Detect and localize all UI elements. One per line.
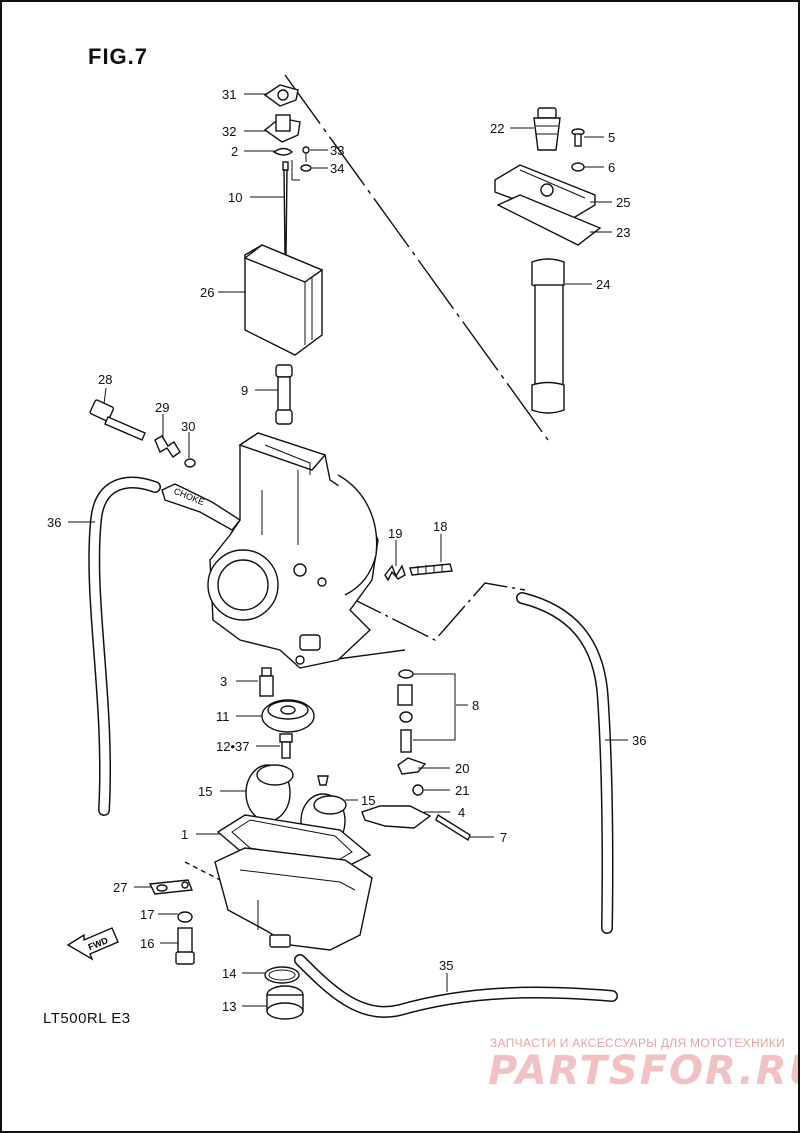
part-17-washer bbox=[177, 911, 193, 923]
part-4-pin-plate bbox=[361, 805, 432, 829]
callout-29: 29 bbox=[155, 400, 169, 415]
part-5-screw bbox=[571, 128, 585, 147]
figure-label: FIG.7 bbox=[88, 44, 149, 69]
float-bowl bbox=[214, 847, 373, 951]
callout-21: 21 bbox=[455, 783, 469, 798]
callout-28: 28 bbox=[98, 372, 112, 387]
callout-26: 26 bbox=[200, 285, 214, 300]
callout-30: 30 bbox=[181, 419, 195, 434]
part-28-choke-plunger bbox=[89, 399, 146, 441]
callout-22: 22 bbox=[490, 121, 504, 136]
part-27-bracket bbox=[148, 879, 193, 895]
part-11-bowl-holder bbox=[261, 699, 315, 733]
watermark-logo: PARTSFOR.RU bbox=[488, 1048, 800, 1094]
part-30-o-ring bbox=[184, 458, 196, 468]
part-16-screw bbox=[175, 927, 195, 965]
part-13-drain-plug bbox=[266, 985, 304, 1020]
leader-lines bbox=[68, 93, 628, 1007]
callout-24: 24 bbox=[596, 277, 610, 292]
boundary-line-upper bbox=[284, 74, 549, 441]
part-18-screw bbox=[409, 563, 453, 576]
part-34-washer bbox=[300, 164, 312, 172]
callout-1: 1 bbox=[181, 827, 188, 842]
callout-35: 35 bbox=[439, 958, 453, 973]
callout-4: 4 bbox=[458, 805, 465, 820]
callout-13: 13 bbox=[222, 999, 236, 1014]
part-9-jet-needle-holder bbox=[275, 364, 293, 425]
carburetor-body bbox=[207, 432, 379, 669]
boundary-line-lower bbox=[329, 649, 406, 661]
part-24-spring bbox=[531, 258, 565, 414]
part-19-spring bbox=[384, 564, 406, 582]
part-2-clip bbox=[272, 147, 294, 156]
watermark-tagline: ЗАПЧАСТИ И АКСЕССУАРЫ ДЛЯ МОТОТЕХНИКИ bbox=[490, 1036, 786, 1050]
part-6-washer bbox=[571, 162, 585, 172]
callout-36-left: 36 bbox=[47, 515, 61, 530]
callout-19: 19 bbox=[388, 526, 402, 541]
callout-9: 9 bbox=[241, 383, 248, 398]
choke-lever: CHOKE bbox=[161, 483, 242, 531]
part-10-needle bbox=[282, 161, 289, 256]
callout-32: 32 bbox=[222, 124, 236, 139]
callout-10: 10 bbox=[228, 190, 242, 205]
callout-15-left: 15 bbox=[198, 784, 212, 799]
callout-25: 25 bbox=[616, 195, 630, 210]
part-33-screw bbox=[302, 146, 310, 162]
fwd-arrow-icon: FWD bbox=[66, 927, 119, 961]
float-pin bbox=[317, 775, 329, 786]
callout-11: 11 bbox=[216, 709, 230, 724]
part-32-holder bbox=[263, 114, 301, 143]
model-label: LT500RL E3 bbox=[43, 1010, 131, 1027]
callout-18: 18 bbox=[433, 519, 447, 534]
callout-23: 23 bbox=[616, 225, 630, 240]
callout-15-right: 15 bbox=[361, 793, 375, 808]
callout-5: 5 bbox=[608, 130, 615, 145]
part-20-clip bbox=[397, 757, 427, 775]
part-21-screw bbox=[412, 784, 424, 796]
callout-12-37: 12•37 bbox=[216, 739, 249, 754]
part-8-needle-valve bbox=[397, 669, 414, 753]
callout-33: 33 bbox=[330, 143, 344, 158]
part-31-plate bbox=[263, 84, 299, 107]
callout-34: 34 bbox=[330, 161, 344, 176]
part-23-gasket bbox=[496, 194, 602, 246]
callout-17: 17 bbox=[140, 907, 154, 922]
part-22-cap bbox=[533, 107, 561, 151]
callout-20: 20 bbox=[455, 761, 469, 776]
callout-31: 31 bbox=[222, 87, 236, 102]
bracket-8 bbox=[413, 673, 456, 741]
callout-16: 16 bbox=[140, 936, 154, 951]
callout-6: 6 bbox=[608, 160, 615, 175]
part-29-spring bbox=[154, 435, 181, 458]
callout-14: 14 bbox=[222, 966, 236, 981]
part-26-slide bbox=[243, 244, 324, 356]
part-7-pin bbox=[435, 813, 471, 842]
callout-8: 8 bbox=[472, 698, 479, 713]
part-14-o-ring bbox=[264, 966, 300, 984]
part-12-37-main-jet bbox=[279, 733, 293, 759]
callout-7: 7 bbox=[500, 830, 507, 845]
part-15-float-left bbox=[245, 764, 294, 822]
callout-labels: 31 32 2 33 34 10 26 9 28 29 30 36 22 5 6… bbox=[47, 87, 646, 1014]
callout-36-right: 36 bbox=[632, 733, 646, 748]
callout-3: 3 bbox=[220, 674, 227, 689]
callout-2: 2 bbox=[231, 144, 238, 159]
part-3-jet bbox=[259, 667, 274, 697]
part-25-cover bbox=[494, 164, 596, 221]
boundary-line-mid bbox=[344, 582, 526, 641]
callout-27: 27 bbox=[113, 880, 127, 895]
